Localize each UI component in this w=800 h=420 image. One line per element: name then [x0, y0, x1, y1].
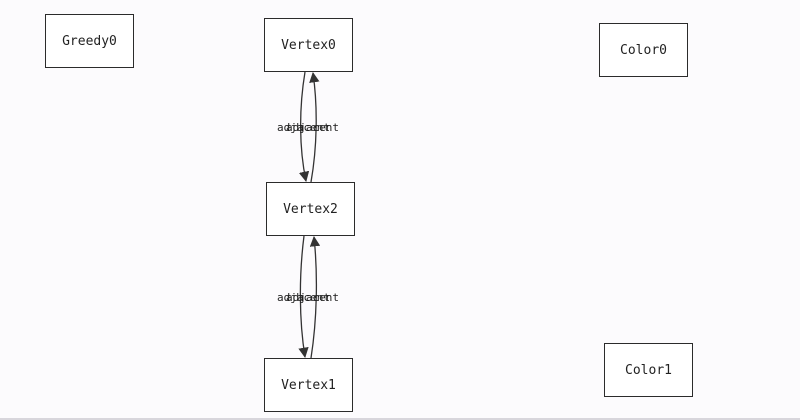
node-greedy0-label: Greedy0	[62, 33, 117, 49]
node-color0-label: Color0	[620, 42, 667, 58]
node-vertex2[interactable]: Vertex2	[266, 182, 355, 236]
edge-vertex2-to-vertex0	[309, 71, 320, 183]
node-color1-label: Color1	[625, 362, 672, 378]
node-vertex1-label: Vertex1	[281, 377, 336, 393]
node-color0[interactable]: Color0	[599, 23, 688, 77]
edge-vertex1-to-vertex2	[309, 235, 321, 359]
node-color1[interactable]: Color1	[604, 343, 693, 397]
node-greedy0[interactable]: Greedy0	[45, 14, 134, 68]
node-vertex2-label: Vertex2	[283, 201, 338, 217]
node-vertex0-label: Vertex0	[281, 37, 336, 53]
edge-vertex0-to-vertex2	[298, 71, 310, 183]
edge-label-vertex2-to-vertex1: adjacent	[277, 291, 330, 304]
edge-label-vertex1-to-vertex2: adjacent	[286, 291, 339, 304]
node-vertex0[interactable]: Vertex0	[264, 18, 353, 72]
edge-label-vertex2-to-vertex0: adjacent	[286, 121, 339, 134]
edge-label-vertex0-to-vertex2: adjacent	[277, 121, 330, 134]
bottom-divider	[0, 418, 800, 420]
edge-vertex2-to-vertex1	[298, 235, 309, 359]
node-vertex1[interactable]: Vertex1	[264, 358, 353, 412]
